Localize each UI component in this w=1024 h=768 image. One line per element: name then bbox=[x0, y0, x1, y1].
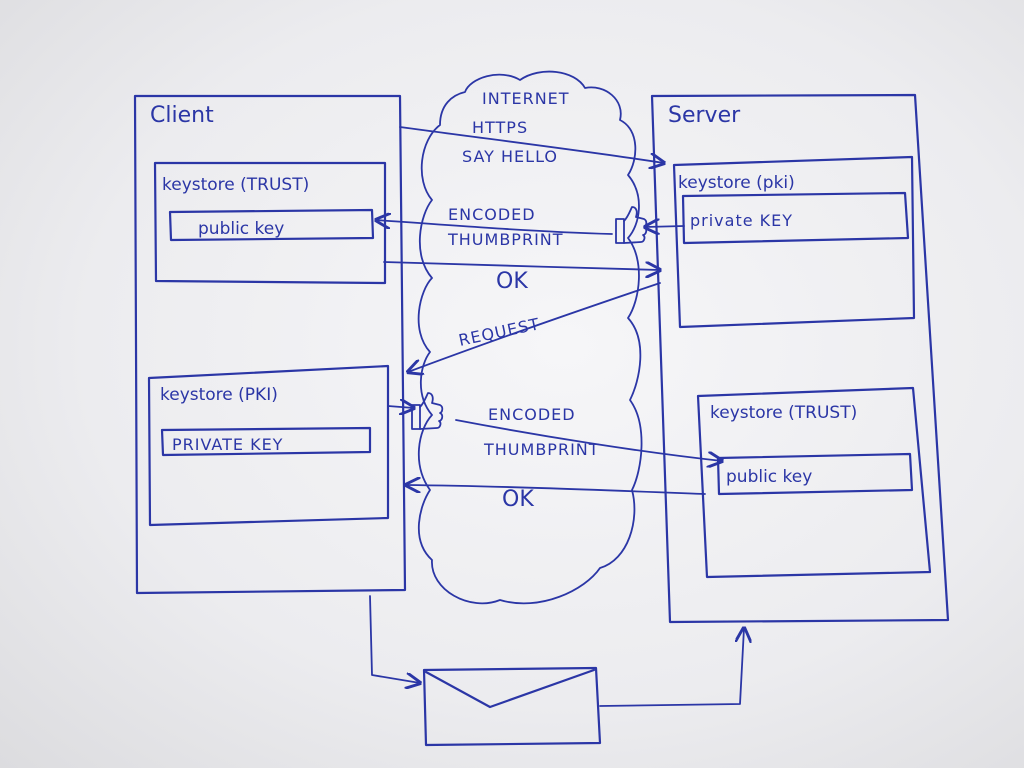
server-trust-keystore bbox=[696, 386, 932, 579]
client-public-key-slot bbox=[168, 208, 375, 242]
client-box bbox=[133, 94, 407, 595]
client-private-key-slot bbox=[160, 426, 372, 457]
server-pki-keystore-title: keystore (pki) bbox=[678, 173, 795, 193]
client-private-key-label: PRIVATE KEY bbox=[172, 435, 283, 454]
ok-2-label: OK bbox=[502, 487, 534, 512]
arrow-say-hello bbox=[399, 126, 664, 163]
ok-1-label: OK bbox=[496, 269, 528, 294]
arrow-client-private-key-out bbox=[387, 406, 414, 408]
encoded-thumbprint-2-line1: ENCODED bbox=[488, 405, 576, 424]
client-pki-keystore-title: keystore (PKI) bbox=[160, 385, 278, 405]
server-box bbox=[650, 93, 950, 624]
envelope-icon bbox=[422, 666, 602, 747]
client-trust-keystore bbox=[153, 161, 387, 285]
server-title: Server bbox=[668, 103, 741, 128]
arrow-ok-2 bbox=[406, 485, 706, 495]
internet-label: INTERNET bbox=[482, 89, 570, 108]
server-public-key-slot bbox=[716, 452, 914, 496]
client-pki-keystore bbox=[147, 364, 390, 527]
server-private-key-label: private KEY bbox=[690, 211, 793, 230]
client-public-key-label: public key bbox=[198, 219, 284, 239]
request-label: REQUEST bbox=[457, 314, 542, 350]
https-label: HTTPS bbox=[472, 118, 528, 137]
server-trust-keystore-title: keystore (TRUST) bbox=[710, 403, 857, 423]
thumbs-up-icon bbox=[411, 392, 444, 430]
arrow-request bbox=[408, 282, 661, 372]
arrow-envelope-to-server bbox=[599, 628, 744, 707]
thumbs-up-icon bbox=[615, 206, 648, 244]
arrow-encoded-thumbprint-1 bbox=[376, 220, 613, 235]
server-pki-keystore bbox=[672, 155, 916, 329]
encoded-thumbprint-1-line1: ENCODED bbox=[448, 205, 536, 224]
internet-cloud bbox=[417, 70, 643, 605]
encoded-thumbprint-1-line2: THUMBPRINT bbox=[447, 230, 564, 249]
client-title: Client bbox=[150, 103, 214, 128]
arrow-encoded-thumbprint-2 bbox=[455, 419, 722, 461]
server-public-key-label: public key bbox=[726, 467, 812, 487]
say-hello-label: SAY HELLO bbox=[462, 147, 558, 166]
encoded-thumbprint-2-line2: THUMBPRINT bbox=[483, 440, 600, 459]
server-private-key-slot bbox=[681, 191, 910, 245]
arrow-client-to-envelope bbox=[369, 595, 420, 683]
arrow-ok-1 bbox=[383, 261, 660, 270]
arrow-server-private-key-out bbox=[645, 226, 685, 227]
client-trust-keystore-title: keystore (TRUST) bbox=[162, 175, 309, 195]
